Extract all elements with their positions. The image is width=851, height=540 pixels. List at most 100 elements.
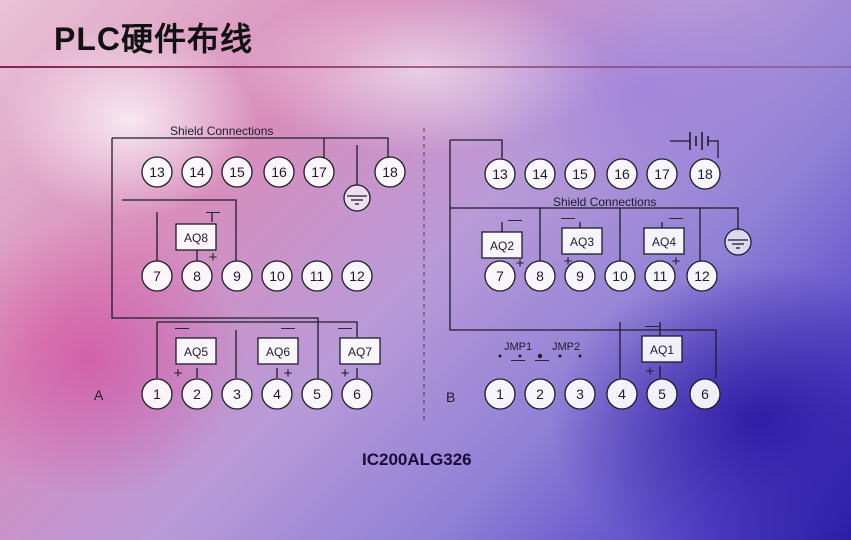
terminal-a-16: 16	[263, 156, 295, 188]
terminal-b-14: 14	[524, 158, 556, 190]
plus-sign: +	[646, 363, 655, 380]
terminal-a-1: 1	[141, 378, 173, 410]
svg-text:AQ2: AQ2	[490, 239, 514, 253]
minus-sign: —	[669, 209, 683, 225]
output-box-aq3: AQ3	[561, 227, 603, 255]
plus-sign: +	[284, 365, 293, 382]
svg-text:4: 4	[273, 386, 281, 402]
svg-text:AQ4: AQ4	[652, 235, 676, 249]
terminal-b-6: 6	[689, 378, 721, 410]
svg-text:10: 10	[269, 268, 285, 284]
svg-text:6: 6	[701, 386, 709, 402]
terminal-b-4: 4	[606, 378, 638, 410]
svg-text:11: 11	[310, 268, 325, 284]
terminal-a-14: 14	[181, 156, 213, 188]
terminal-b-17: 17	[646, 158, 678, 190]
svg-text:AQ5: AQ5	[184, 345, 208, 359]
svg-text:AQ1: AQ1	[650, 343, 674, 357]
svg-text:3: 3	[576, 386, 584, 402]
terminal-a-6: 6	[341, 378, 373, 410]
ground-icon	[343, 184, 371, 212]
terminal-a-3: 3	[221, 378, 253, 410]
plus-sign: +	[564, 253, 573, 270]
plus-sign: +	[174, 365, 183, 382]
output-box-aq8: AQ8	[175, 223, 217, 251]
svg-text:9: 9	[233, 268, 241, 284]
svg-text:18: 18	[382, 164, 398, 180]
terminal-a-5: 5	[301, 378, 333, 410]
minus-sign: —	[645, 317, 659, 333]
terminal-b-7: 7	[484, 260, 516, 292]
svg-text:6: 6	[353, 386, 361, 402]
minus-sign: —	[175, 319, 189, 335]
terminal-b-10: 10	[604, 260, 636, 292]
terminal-b-2: 2	[524, 378, 556, 410]
terminal-a-12: 12	[341, 260, 373, 292]
jumper-label-1: JMP1	[504, 341, 532, 353]
svg-text:AQ7: AQ7	[348, 345, 372, 359]
svg-text:2: 2	[536, 386, 544, 402]
shield-connections-label-a: Shield Connections	[170, 124, 273, 138]
terminal-a-2: 2	[181, 378, 213, 410]
minus-sign: —	[281, 319, 295, 335]
plus-sign: +	[341, 365, 350, 382]
svg-text:AQ8: AQ8	[184, 231, 208, 245]
diagram-b-label: B	[446, 389, 455, 405]
terminal-a-8: 8	[181, 260, 213, 292]
output-box-aq6: AQ6	[257, 337, 299, 365]
svg-text:7: 7	[496, 268, 504, 284]
plus-sign: +	[672, 253, 681, 270]
title-divider	[0, 66, 851, 68]
svg-text:5: 5	[658, 386, 666, 402]
minus-sign: —	[535, 351, 549, 367]
svg-text:9: 9	[576, 268, 584, 284]
svg-text:1: 1	[153, 386, 161, 402]
terminal-b-13: 13	[484, 158, 516, 190]
svg-text:18: 18	[697, 166, 713, 182]
jumper-dots	[498, 353, 582, 359]
terminal-b-5: 5	[646, 378, 678, 410]
terminal-a-17: 17	[303, 156, 335, 188]
terminal-a-11: 11	[301, 260, 333, 292]
diagram-a-label: A	[94, 387, 104, 403]
terminal-b-11: 11	[644, 260, 676, 292]
plus-sign: +	[516, 255, 525, 272]
svg-text:12: 12	[349, 268, 365, 284]
terminal-a-9: 9	[221, 260, 253, 292]
terminal-b-3: 3	[564, 378, 596, 410]
svg-text:3: 3	[233, 386, 241, 402]
terminal-b-15: 15	[564, 158, 596, 190]
svg-text:AQ6: AQ6	[266, 345, 290, 359]
svg-text:5: 5	[313, 386, 321, 402]
terminal-a-15: 15	[221, 156, 253, 188]
svg-text:15: 15	[572, 166, 588, 182]
terminal-b-1: 1	[484, 378, 516, 410]
svg-text:13: 13	[492, 166, 508, 182]
svg-text:13: 13	[149, 164, 165, 180]
page-title: PLC硬件布线	[54, 21, 254, 57]
terminal-a-18: 18	[374, 156, 406, 188]
minus-sign: —	[561, 209, 575, 225]
terminal-b-16: 16	[606, 158, 638, 190]
minus-sign: —	[508, 211, 522, 227]
terminal-b-18: 18	[689, 158, 721, 190]
output-box-aq1: AQ1	[641, 335, 683, 363]
terminal-a-7: 7	[141, 260, 173, 292]
svg-text:8: 8	[536, 268, 544, 284]
svg-text:1: 1	[496, 386, 504, 402]
terminal-b-9: 9	[564, 260, 596, 292]
terminal-b-8: 8	[524, 260, 556, 292]
svg-text:8: 8	[193, 268, 201, 284]
ground-icon	[724, 228, 752, 256]
svg-text:10: 10	[612, 268, 628, 284]
output-box-aq7: AQ7	[339, 337, 381, 365]
minus-sign: —	[206, 203, 220, 219]
svg-text:11: 11	[653, 268, 668, 284]
output-box-aq2: AQ2	[481, 231, 523, 259]
battery-icon	[689, 132, 709, 150]
svg-text:15: 15	[229, 164, 245, 180]
svg-text:16: 16	[271, 164, 287, 180]
